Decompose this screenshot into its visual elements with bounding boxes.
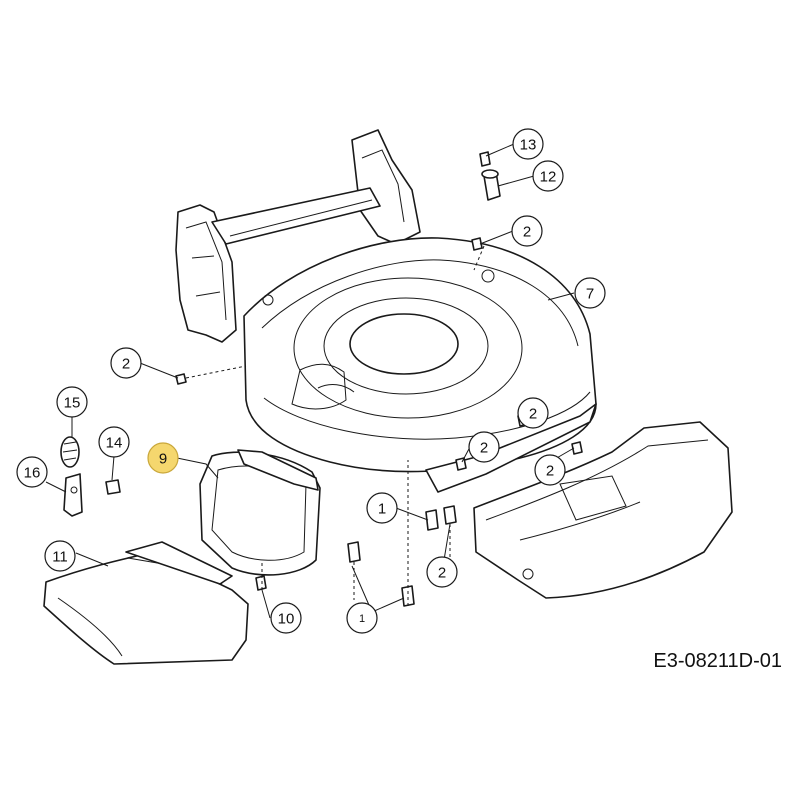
callout-label: 15 [64,395,81,412]
callout-circle [468,431,500,463]
callout-circle [426,556,458,588]
callout-circle [534,454,566,486]
callout-7-3: 7 [574,277,606,309]
handle-bracket-right [351,129,421,245]
handle-bracket-left [175,204,237,343]
callout-14-6: 14 [98,426,130,458]
callout-2-10: 2 [534,454,566,486]
callout-label: 7 [586,286,594,303]
callout-10-15: 10 [270,602,302,634]
callout-label: 2 [480,440,488,457]
callout-label: 1 [378,501,386,518]
rear-flap-frame [199,449,321,576]
callout-circle [574,277,606,309]
callout-label: 11 [52,549,68,566]
callout-15-5: 15 [56,386,88,418]
callout-label: 2 [523,224,531,241]
callout-circle [16,456,48,488]
adjuster-12 [481,169,501,201]
callout-circle [346,602,378,634]
callout-label: 1 [359,613,365,625]
callout-label: 14 [106,435,123,452]
callout-circle [366,492,398,524]
callout-1-12: 1 [366,492,398,524]
callout-9-7: 9 [147,442,179,474]
side-discharge-chute [473,421,733,599]
cap-15 [60,436,80,468]
callout-2-2: 2 [511,215,543,247]
callout-label: 16 [24,465,41,482]
nut-14 [105,479,121,495]
screw-13 [479,151,491,167]
callout-circle [270,602,302,634]
callout-1-16: 1 [346,602,378,634]
callout-circle [512,128,544,160]
callout-circle [517,397,549,429]
callout-label: 2 [529,406,537,423]
grass-catcher-base [43,541,249,665]
callout-label: 2 [438,565,446,582]
callout-label: 9 [159,451,167,468]
callout-label: 13 [520,137,537,154]
callout-circle [147,442,179,474]
callout-label: 10 [278,611,295,628]
callout-12-1: 12 [532,160,564,192]
callout-label: 2 [122,356,130,373]
callout-label: 12 [540,169,557,186]
callout-circle [532,160,564,192]
rear-cross-bar [211,187,381,245]
callout-label: 2 [546,463,554,480]
bracket-16 [63,473,83,517]
callout-11-13: 11 [44,540,76,572]
callout-2-4: 2 [110,347,142,379]
callout-13-0: 13 [512,128,544,160]
mower-deck [243,237,597,473]
callout-circle [56,386,88,418]
callout-2-14: 2 [426,556,458,588]
callout-circle [110,347,142,379]
callout-circle [511,215,543,247]
callout-2-9: 2 [468,431,500,463]
callout-16-11: 16 [16,456,48,488]
callout-circle [44,540,76,572]
callout-2-8: 2 [517,397,549,429]
diagram-code: E3-08211D-01 [653,650,782,672]
callout-circle [98,426,130,458]
